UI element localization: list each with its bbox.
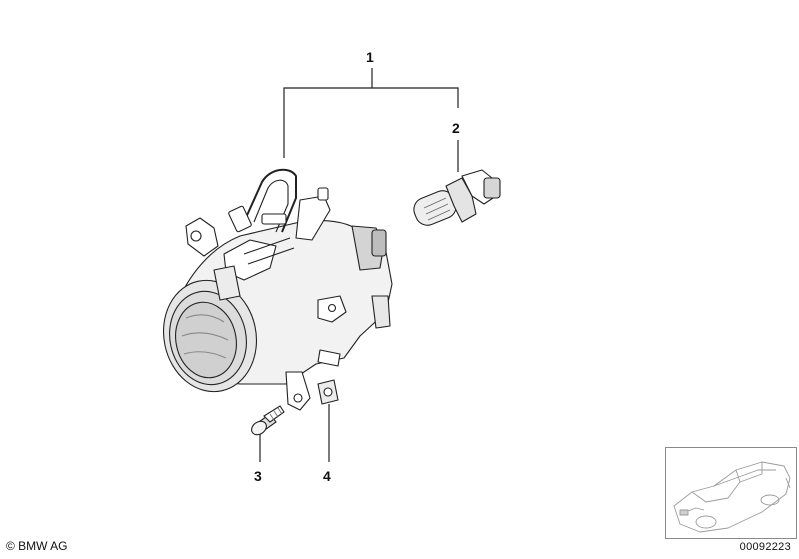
car-thumbnail[interactable] <box>665 447 797 539</box>
diagram-number: 00092223 <box>739 541 791 553</box>
copyright-text: © BMW AG <box>6 539 68 553</box>
callout-4[interactable]: 4 <box>323 468 331 484</box>
leader-lines <box>259 68 459 462</box>
car-thumbnail-icon <box>673 461 791 533</box>
nut-plate-icon <box>317 379 339 405</box>
bulb-icon <box>413 169 501 226</box>
fog-lamp-assembly-icon <box>162 168 393 411</box>
callout-3[interactable]: 3 <box>254 468 262 484</box>
callout-1[interactable]: 1 <box>366 49 374 65</box>
callout-2[interactable]: 2 <box>452 120 460 136</box>
screw-icon <box>251 405 285 436</box>
